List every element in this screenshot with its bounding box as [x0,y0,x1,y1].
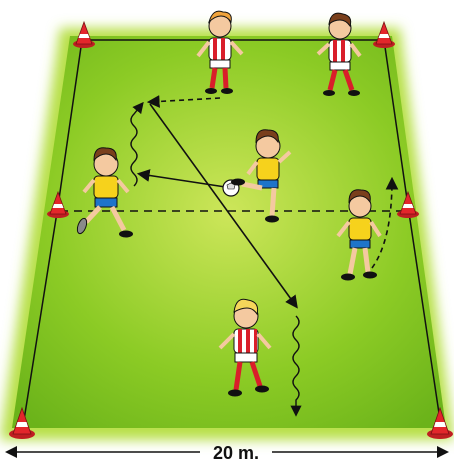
distance-label: 20 m. [213,443,259,463]
distance-marker: 20 m. [8,443,446,463]
